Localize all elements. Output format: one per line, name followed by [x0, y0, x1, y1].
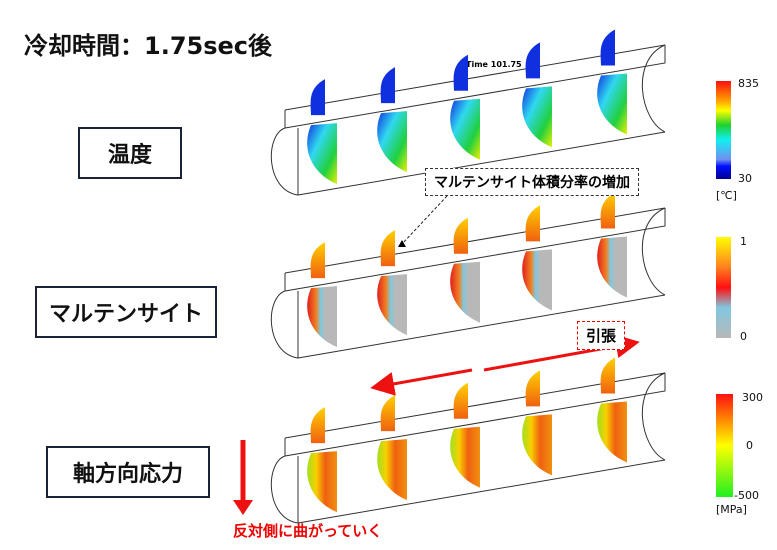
section-slice-top	[310, 79, 325, 116]
section-slice	[450, 261, 480, 323]
section-slice-top	[380, 67, 395, 104]
section-slice	[597, 236, 627, 298]
page-title: 冷却時間：1.75sec後	[24, 32, 273, 60]
temperature-max: 835	[738, 77, 759, 90]
section-slice-top	[380, 395, 395, 432]
stress-colorbar	[716, 394, 733, 497]
section-slice	[522, 86, 552, 148]
callout-leader	[401, 195, 448, 245]
section-slice-top	[453, 382, 468, 419]
label-axial-stress: 軸方向応力	[46, 446, 210, 498]
section-slice	[450, 98, 480, 160]
temperature-rod	[270, 29, 666, 196]
section-slice	[597, 73, 627, 135]
stress-mid: 0	[746, 439, 753, 452]
bend-arrow-head-icon	[233, 500, 253, 515]
stress-max: 300	[742, 391, 763, 404]
section-slice-top	[525, 205, 540, 242]
tension-arrow-left	[370, 368, 473, 396]
stress-unit: [MPa]	[716, 503, 747, 516]
martensite-max: 1	[740, 235, 747, 248]
callout-bend: 反対側に曲がっていく	[233, 522, 383, 540]
section-slice-top	[525, 42, 540, 79]
section-slice-top	[453, 54, 468, 91]
section-slice	[522, 414, 552, 476]
martensite-rod	[270, 192, 666, 359]
section-slice-top	[380, 230, 395, 267]
section-slice	[597, 401, 627, 463]
time-label: Time 101.75	[466, 60, 522, 69]
callout-martensite-increase: マルテンサイト体積分率の増加	[425, 168, 639, 196]
martensite-min: 0	[740, 330, 747, 343]
callout-pointer-icon	[398, 240, 406, 247]
section-slice-top	[600, 192, 615, 229]
section-slice-top	[310, 407, 325, 444]
section-slice-top	[453, 217, 468, 254]
section-slice	[307, 286, 337, 348]
section-slice	[307, 123, 337, 185]
stress-rod	[270, 357, 666, 524]
section-slice-top	[310, 242, 325, 279]
label-martensite: マルテンサイト	[35, 286, 217, 338]
callout-tension: 引張	[577, 321, 626, 350]
temperature-min: 30	[738, 172, 752, 185]
section-slice	[377, 274, 407, 336]
section-slice	[377, 111, 407, 173]
section-slice-top	[600, 357, 615, 394]
stress-min: -500	[734, 489, 759, 502]
section-slice	[450, 426, 480, 488]
section-slice-top	[600, 29, 615, 66]
section-slice	[307, 451, 337, 513]
temperature-colorbar	[716, 81, 731, 179]
martensite-colorbar	[716, 237, 731, 338]
temperature-unit: [℃]	[716, 189, 737, 202]
section-slice-top	[525, 370, 540, 407]
label-temperature: 温度	[78, 127, 182, 179]
section-slice	[522, 249, 552, 311]
section-slice	[377, 439, 407, 501]
